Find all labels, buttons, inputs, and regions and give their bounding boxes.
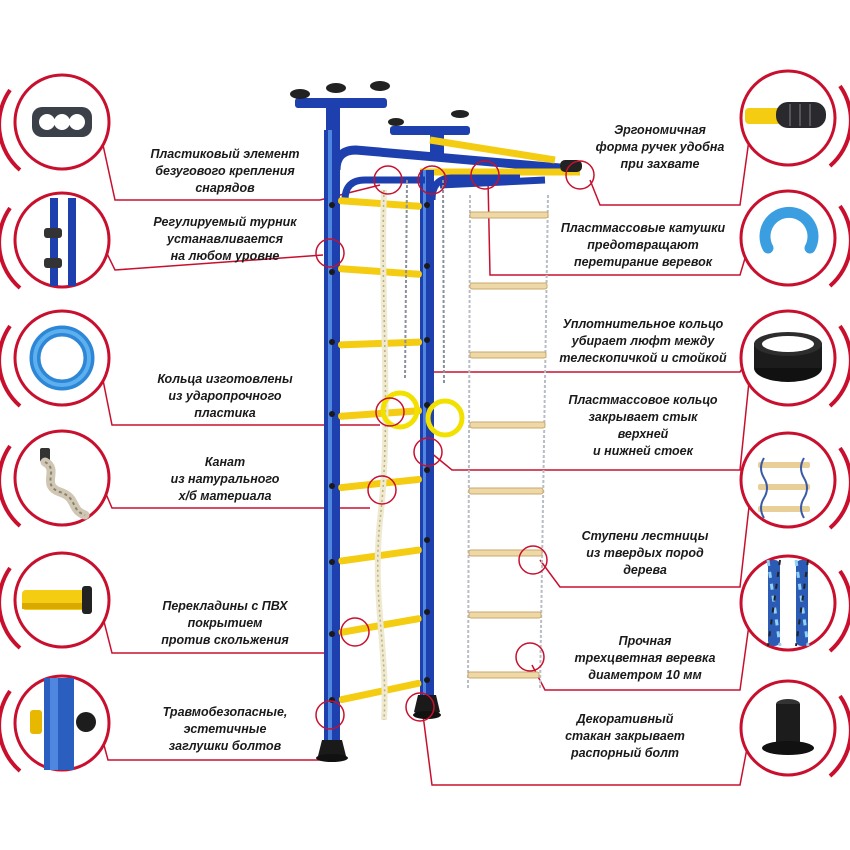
callout-text-spools: Пластмассовые катушки предотвращают пере… (560, 221, 726, 269)
mount-plate-icon (32, 107, 92, 137)
callout-text-tricolor-rope: Прочная трехцветная веревка диаметром 10… (574, 634, 716, 682)
highlight-circles (315, 160, 595, 730)
handle-grip-icon (745, 102, 826, 128)
callout-circle-deco-cup (739, 679, 850, 778)
callout-text-pvc-rungs: Перекладины с ПВХ покрытием против сколь… (161, 599, 289, 647)
callout-text-joint-ring: Пластмассовое кольцо закрывает стык верх… (568, 393, 718, 458)
callout-text-rings: Кольца изготовлены из ударопрочного плас… (157, 372, 293, 420)
callout-text-wood-steps: Ступени лестницы из твердых пород дерева (581, 529, 709, 577)
callout-circle-spools (739, 189, 850, 288)
callout-circle-pullup-bar (0, 191, 111, 290)
floor-cup-icon (762, 699, 814, 755)
callout-circle-rings (0, 309, 111, 408)
callout-circle-plastic-mount (0, 73, 111, 172)
callout-circle-seal-ring (739, 309, 850, 408)
callout-circle-bolt-caps (0, 674, 111, 773)
rope-ladder-icon (758, 457, 810, 519)
callout-circle-pvc-rungs (0, 551, 111, 650)
bolt-cap-icon (30, 678, 96, 770)
callout-text-deco-cup: Декоративный стакан закрывает распорный … (565, 712, 685, 760)
callout-circle-grips (739, 69, 850, 168)
callout-text-grips: Эргономичная форма ручек удобна при захв… (595, 123, 725, 171)
callout-text-rope: Канат из натурального х/б материала (170, 455, 280, 503)
rope-icon (40, 448, 90, 520)
rungs (338, 197, 423, 704)
callout-text-plastic-mount: Пластиковый элемент безугового крепления… (150, 147, 300, 195)
callout-circle-rope (0, 429, 111, 528)
callout-text-seal-ring: Уплотнительное кольцо убирает люфт между… (559, 317, 727, 365)
callout-circle-wood-steps (739, 431, 850, 530)
ring-icon (29, 325, 95, 391)
pullup-bar-icon (44, 198, 76, 286)
callout-text-bolt-caps: Травмобезопасные, эстетичные заглушки бо… (162, 705, 288, 753)
rope-ladder (467, 194, 549, 691)
seal-ring-icon (754, 332, 822, 382)
callout-text-pullup-bar: Регулируемый турник устанавливается на л… (153, 215, 297, 263)
rung-icon (22, 586, 92, 614)
spool-icon (759, 206, 819, 254)
callout-circle-tricolor-rope (739, 554, 850, 653)
wall-bars-product (290, 81, 582, 762)
braided-rope-icon (766, 559, 810, 647)
